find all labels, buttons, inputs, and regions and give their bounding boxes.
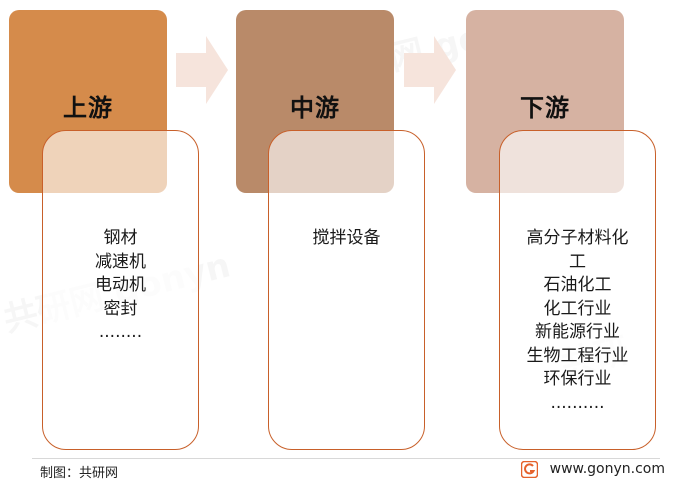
list-item: 工 [569,251,586,272]
stage-downstream-title: 下游 [520,94,570,122]
list-item: 环保行业 [543,369,612,389]
gonyn-logo-icon [521,461,538,478]
list-item: 生物工程行业 [526,345,629,366]
list-item: 搅拌设备 [312,228,381,248]
list-item: 新能源行业 [535,322,620,342]
list-item: 密封 [103,298,138,319]
stage-downstream-list: 高分子材料化工石油化工化工行业新能源行业生物工程行业环保行业.......... [499,130,656,450]
list-item: 高分子材料化 [526,228,629,248]
item-list: 搅拌设备 [275,227,418,251]
list-item: .......... [550,392,605,413]
stage-midstream-title: 中游 [290,94,340,122]
list-item: 电动机 [95,275,146,295]
item-list: 高分子材料化工石油化工化工行业新能源行业生物工程行业环保行业.......... [506,227,649,415]
list-item: 化工行业 [543,298,612,319]
footer-source: 制图：共研网 [40,466,119,481]
footer-divider [32,458,660,459]
list-item: 石油化工 [543,275,612,295]
list-item: ........ [98,322,143,342]
footer-website: www.gonyn.com [549,461,665,477]
arrow-right-icon [404,36,456,104]
stage-midstream-list: 搅拌设备 [268,130,425,450]
stage-upstream-title: 上游 [63,94,113,122]
arrow-right-icon [176,36,228,104]
list-item: 钢材 [103,228,138,248]
stage-upstream-list: 钢材减速机电动机密封........ [42,130,199,450]
item-list: 钢材减速机电动机密封........ [49,227,192,345]
list-item: 减速机 [95,251,146,272]
